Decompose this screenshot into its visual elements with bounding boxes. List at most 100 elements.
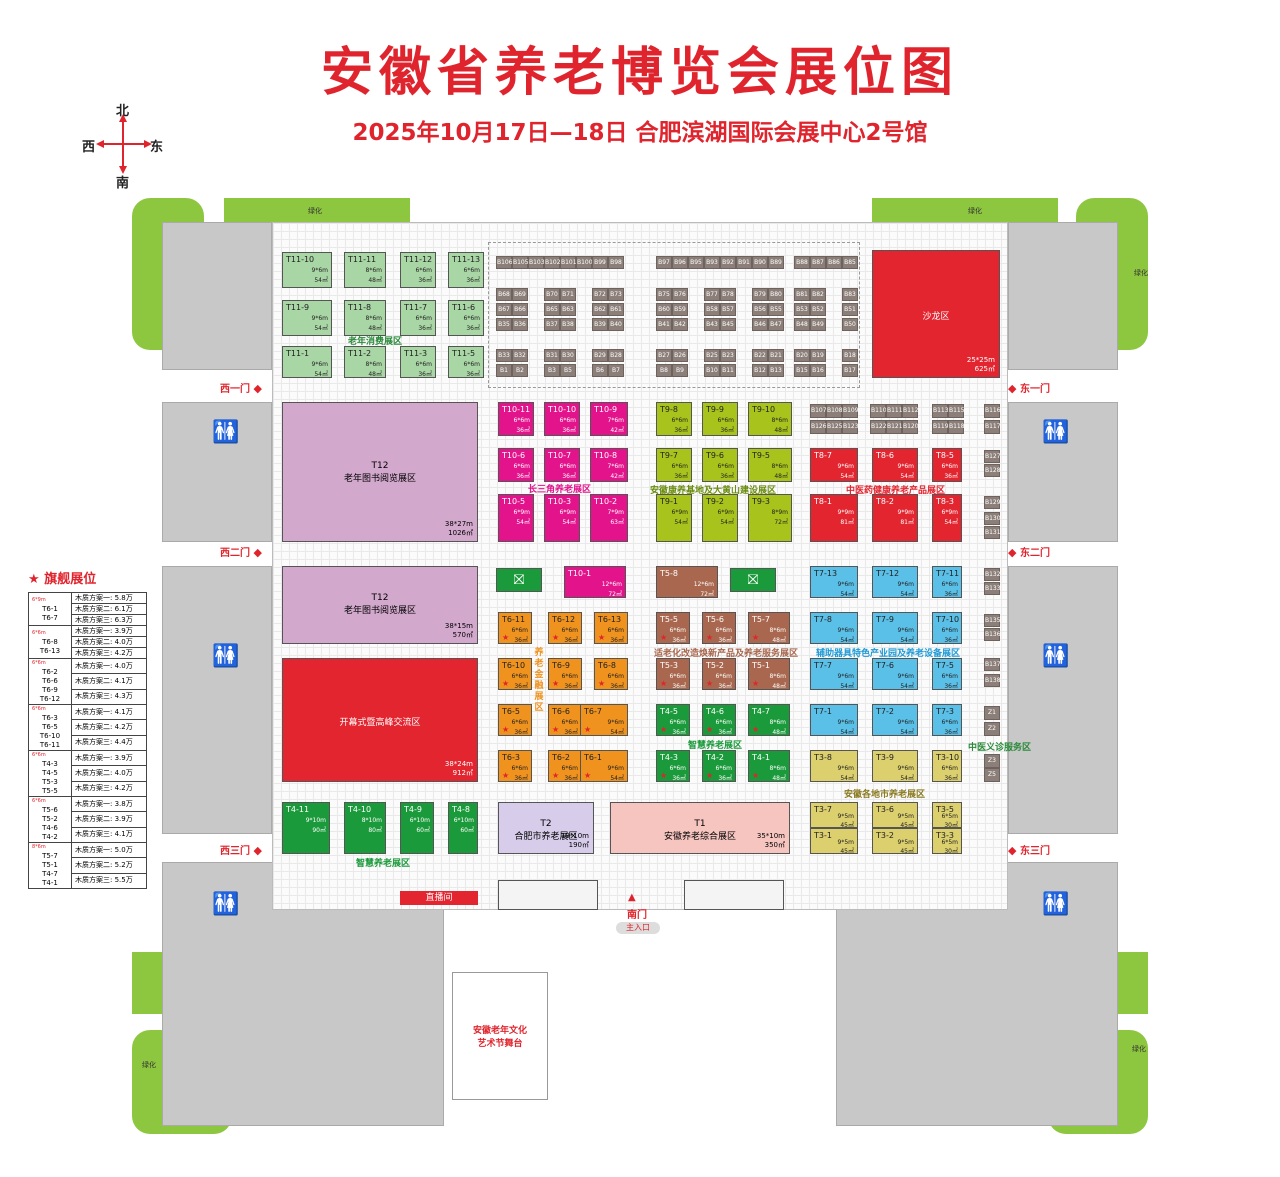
- door-east-3[interactable]: ◆ 东三门: [1008, 844, 1050, 857]
- small-booth[interactable]: B122: [870, 420, 887, 434]
- main-entrance[interactable]: 主入口: [616, 922, 660, 934]
- small-booth[interactable]: B12: [752, 364, 768, 377]
- small-booth[interactable]: B129: [984, 496, 1001, 509]
- small-booth[interactable]: B106: [496, 256, 513, 269]
- small-booth[interactable]: B33: [496, 349, 512, 362]
- live-room[interactable]: 直播间: [400, 891, 478, 905]
- small-booth[interactable]: B83: [842, 288, 858, 301]
- small-booth[interactable]: B100: [576, 256, 593, 269]
- small-booth[interactable]: B89: [768, 256, 784, 269]
- small-booth[interactable]: B85: [842, 256, 858, 269]
- small-booth[interactable]: B68: [496, 288, 512, 301]
- small-booth[interactable]: B2: [512, 364, 528, 377]
- small-booth[interactable]: B96: [672, 256, 688, 269]
- small-booth[interactable]: B108: [826, 404, 843, 418]
- small-booth[interactable]: B131: [984, 526, 1001, 539]
- small-booth[interactable]: B116: [984, 404, 1001, 418]
- small-booth[interactable]: B70: [544, 288, 560, 301]
- small-booth[interactable]: B49: [810, 318, 826, 331]
- small-booth[interactable]: B88: [794, 256, 810, 269]
- small-booth[interactable]: B30: [560, 349, 576, 362]
- small-booth[interactable]: B53: [794, 303, 810, 316]
- small-booth[interactable]: B11: [720, 364, 736, 377]
- small-booth[interactable]: B56: [752, 303, 768, 316]
- small-booth[interactable]: B119: [932, 420, 949, 434]
- small-booth[interactable]: B47: [768, 318, 784, 331]
- small-booth[interactable]: B16: [810, 364, 826, 377]
- small-booth[interactable]: B113: [932, 404, 949, 418]
- small-booth[interactable]: B61: [608, 303, 624, 316]
- culture-stage[interactable]: 安徽老年文化 艺术节舞台: [452, 972, 548, 1100]
- small-booth[interactable]: B46: [752, 318, 768, 331]
- small-booth[interactable]: B71: [560, 288, 576, 301]
- small-booth[interactable]: B135: [984, 614, 1001, 627]
- small-booth[interactable]: B133: [984, 582, 1001, 595]
- small-booth[interactable]: B48: [794, 318, 810, 331]
- small-booth[interactable]: B40: [608, 318, 624, 331]
- door-east-1[interactable]: ◆ 东一门: [1008, 382, 1050, 395]
- small-booth[interactable]: B62: [592, 303, 608, 316]
- small-booth[interactable]: B82: [810, 288, 826, 301]
- small-booth[interactable]: B103: [528, 256, 545, 269]
- small-booth[interactable]: B51: [842, 303, 858, 316]
- door-west-3[interactable]: 西三门 ◆: [220, 844, 262, 857]
- small-booth[interactable]: B45: [720, 318, 736, 331]
- small-booth[interactable]: B91: [736, 256, 752, 269]
- small-booth[interactable]: B25: [704, 349, 720, 362]
- small-booth[interactable]: B9: [672, 364, 688, 377]
- small-booth[interactable]: B59: [672, 303, 688, 316]
- small-booth[interactable]: B29: [592, 349, 608, 362]
- small-booth[interactable]: B42: [672, 318, 688, 331]
- small-booth[interactable]: B6: [592, 364, 608, 377]
- small-booth[interactable]: B130: [984, 512, 1001, 525]
- small-booth[interactable]: B102: [544, 256, 561, 269]
- small-booth[interactable]: B120: [902, 420, 919, 434]
- small-booth[interactable]: B73: [608, 288, 624, 301]
